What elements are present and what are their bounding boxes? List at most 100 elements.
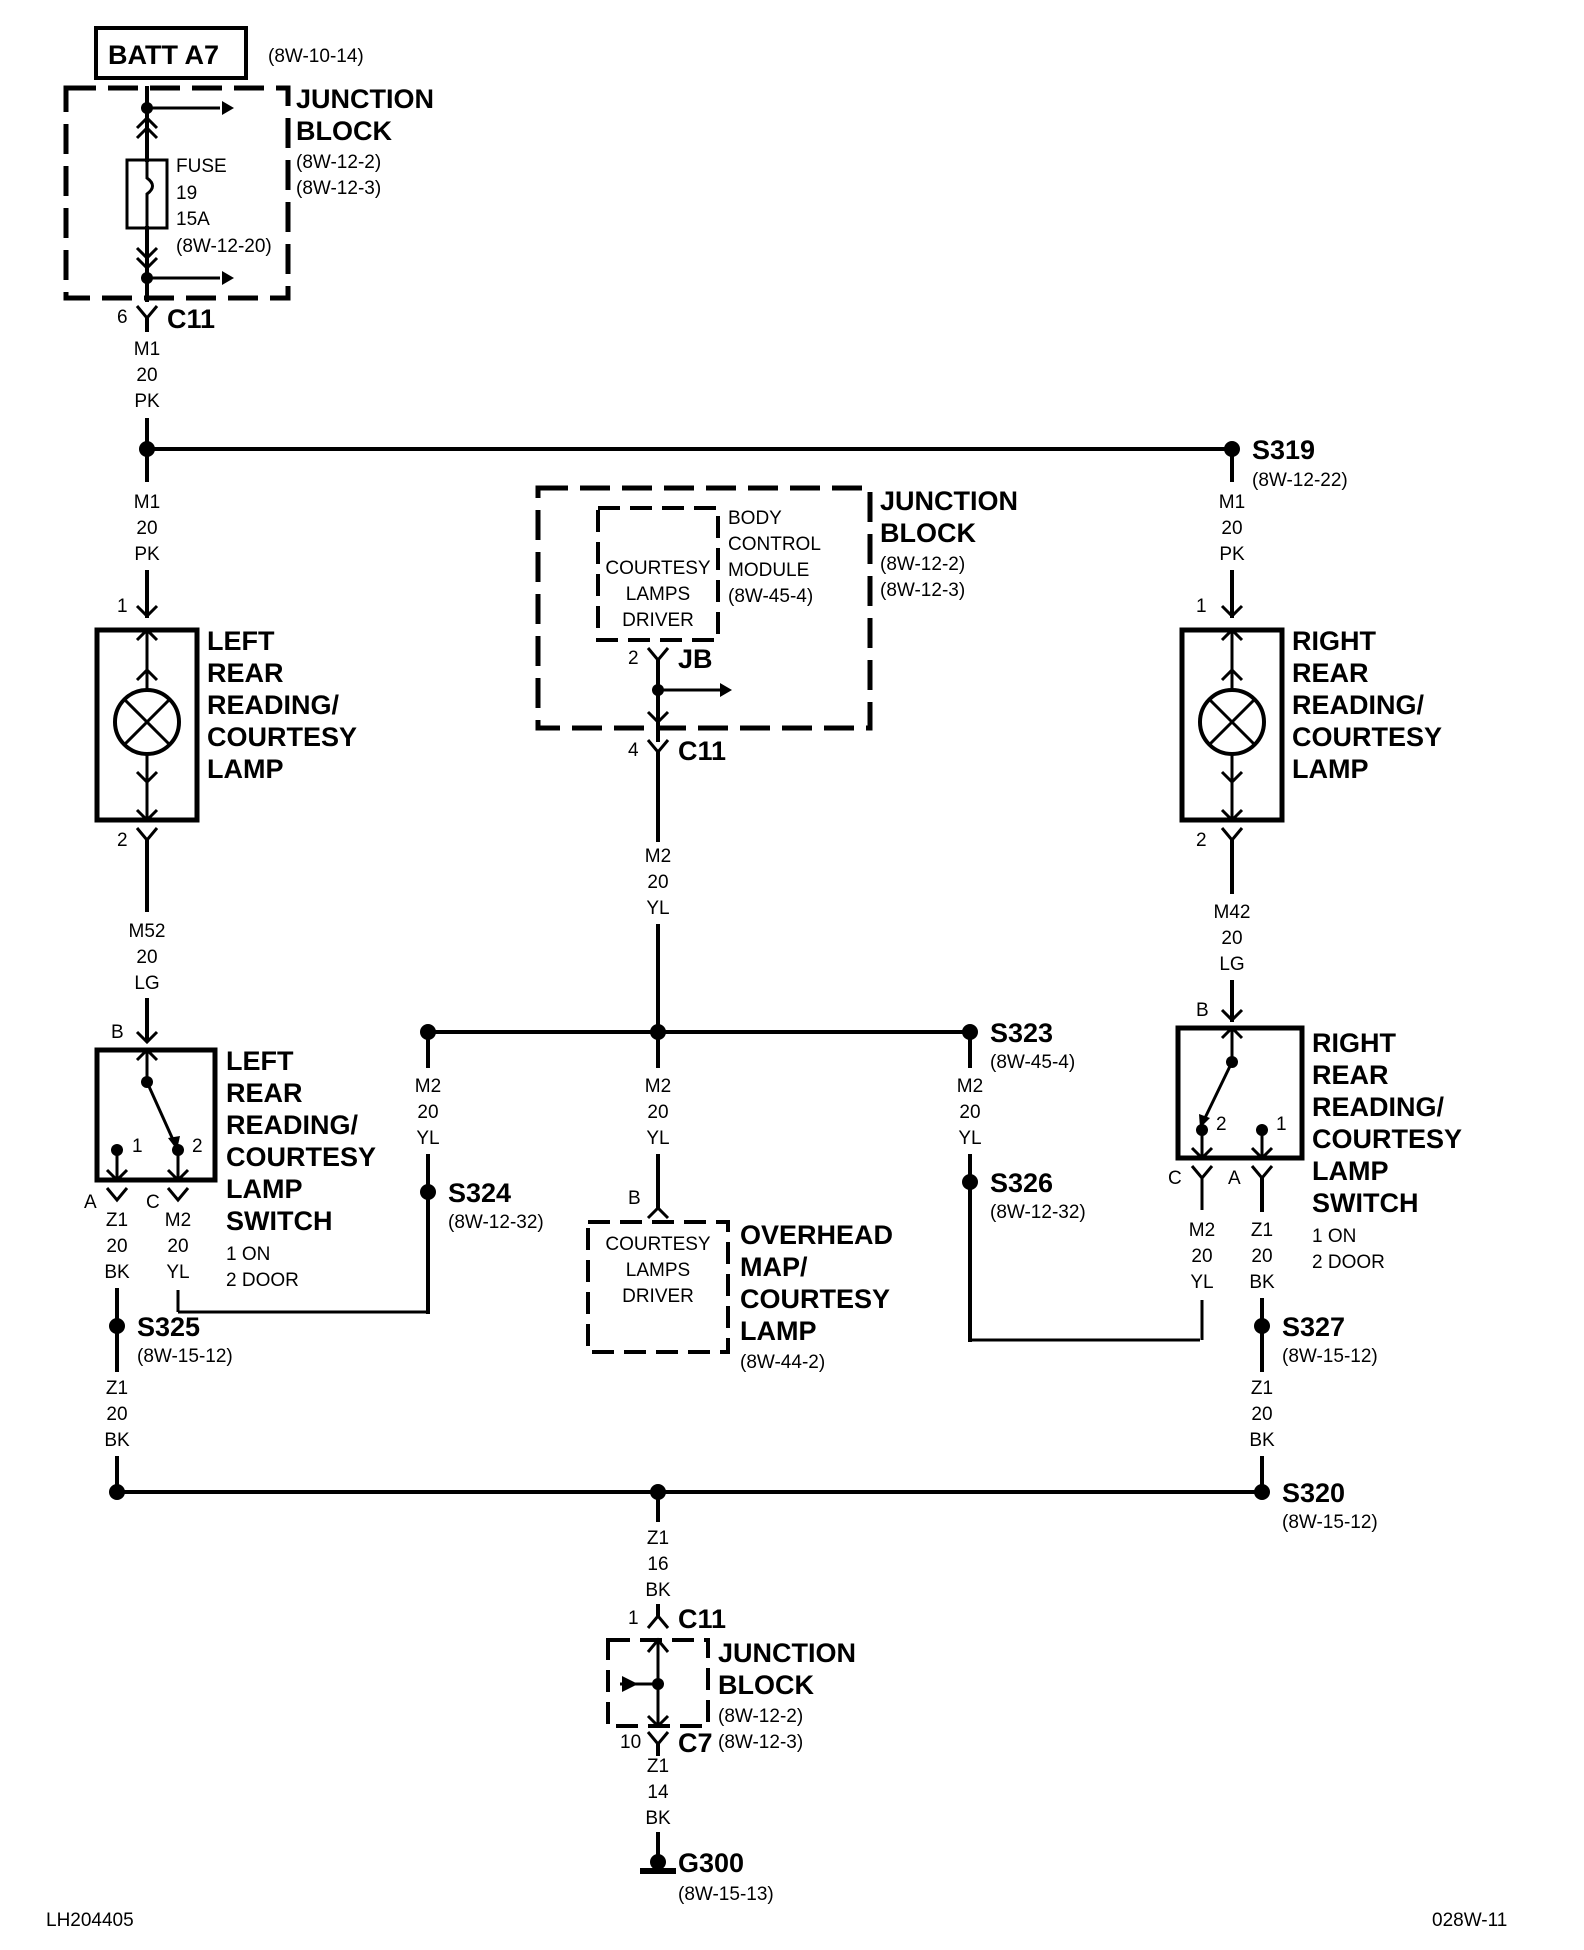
left-switch-pinB: B (111, 1022, 124, 1043)
fuse-label: FUSE (176, 156, 227, 177)
right-lamp-l1: RIGHT (1292, 626, 1377, 656)
bcm-driver-l1: COURTESY (605, 558, 711, 579)
wire-m2-mid-circuit: M2 (645, 1076, 671, 1097)
wire-m1b-color: PK (134, 544, 160, 565)
wire-m2-left-circuit: M2 (415, 1076, 441, 1097)
bcm-outline (596, 506, 720, 642)
s325-name: S325 (137, 1312, 200, 1342)
c11-mid-pin: 4 (628, 740, 639, 761)
left-switch-pinA: A (84, 1192, 97, 1213)
right-switch-note2: 2 DOOR (1312, 1252, 1385, 1273)
overhead-ref: (8W-44-2) (740, 1352, 825, 1373)
c7-pin: 10 (620, 1732, 641, 1753)
wire-m2-top-color: YL (646, 898, 669, 919)
wire-m2-rsw-circuit: M2 (1189, 1220, 1215, 1241)
right-lamp-l4: COURTESY (1292, 722, 1442, 752)
left-switch-l5: LAMP (226, 1174, 303, 1204)
wire-m1a-circuit: M1 (134, 339, 160, 360)
right-switch-pinC: C (1168, 1168, 1182, 1189)
wire-z1-l-color: BK (104, 1262, 130, 1283)
right-lamp-pin2: 2 (1196, 830, 1207, 851)
ground-icon (640, 1868, 676, 1874)
footer-left-id: LH204405 (46, 1910, 134, 1931)
wire-m52-gauge: 20 (136, 947, 157, 968)
wire-z1-16-color: BK (645, 1580, 671, 1601)
fuse-number: 19 (176, 183, 197, 204)
c7-name: C7 (678, 1728, 713, 1758)
overhead-pin: B (628, 1188, 641, 1209)
wire-z1-14-color: BK (645, 1808, 671, 1829)
overhead-l3: COURTESY (740, 1284, 890, 1314)
left-switch-note1: 1 ON (226, 1244, 270, 1265)
bcm-driver-l3: DRIVER (622, 610, 694, 631)
s324-name: S324 (448, 1178, 511, 1208)
s320-ref: (8W-15-12) (1282, 1512, 1378, 1533)
wire-m2-left-color: YL (416, 1128, 439, 1149)
bot-jb-title2: BLOCK (718, 1670, 814, 1700)
wire-m2-left-gauge: 20 (417, 1102, 438, 1123)
right-switch-l4: COURTESY (1312, 1124, 1462, 1154)
s324-ref: (8W-12-32) (448, 1212, 544, 1233)
wire-m2-right-color: YL (958, 1128, 981, 1149)
bcm-driver-l2: LAMPS (626, 584, 690, 605)
wire-m52-color: LG (134, 973, 159, 994)
s323-name: S323 (990, 1018, 1053, 1048)
bot-jb-title1: JUNCTION (718, 1638, 856, 1668)
wire-z1-r2-circuit: Z1 (1251, 1378, 1273, 1399)
splice-s327 (1254, 1318, 1270, 1334)
right-switch-l3: READING/ (1312, 1092, 1445, 1122)
g300-ref: (8W-15-13) (678, 1884, 774, 1905)
wire-m52-circuit: M52 (129, 921, 166, 942)
wire-z1-l-gauge: 20 (106, 1236, 127, 1257)
wire-z1-r-color: BK (1249, 1272, 1275, 1293)
bcm-ref: (8W-45-4) (728, 586, 813, 607)
c11-top-name: C11 (167, 304, 215, 334)
left-switch-pinC: C (146, 1192, 160, 1213)
s323-ref: (8W-45-4) (990, 1052, 1075, 1073)
right-lamp-pin1: 1 (1196, 596, 1207, 617)
s327-ref: (8W-15-12) (1282, 1346, 1378, 1367)
wire-z1-r-gauge: 20 (1251, 1246, 1272, 1267)
right-switch-l1: RIGHT (1312, 1028, 1397, 1058)
left-switch-l6: SWITCH (226, 1206, 332, 1236)
right-switch-pinB: B (1196, 1000, 1209, 1021)
s326-ref: (8W-12-32) (990, 1202, 1086, 1223)
batt-box (94, 26, 248, 80)
wire-m2-right-gauge: 20 (959, 1102, 980, 1123)
splice-s325 (109, 1318, 125, 1334)
right-switch-body (1175, 1025, 1305, 1161)
wire-m1b-circuit: M1 (134, 492, 160, 513)
c11-top-pin: 6 (117, 307, 128, 328)
overhead-l2: MAP/ (740, 1252, 808, 1282)
overhead-lamp-outline (586, 1220, 730, 1354)
fuse-rating: 15A (176, 209, 210, 230)
left-switch-pos1: 1 (132, 1136, 143, 1157)
wire-z1-l2-circuit: Z1 (106, 1378, 128, 1399)
right-lamp-l2: REAR (1292, 658, 1369, 688)
bcm-l3: MODULE (728, 560, 809, 581)
wire-m2-rsw-color: YL (1190, 1272, 1213, 1293)
s325-ref: (8W-15-12) (137, 1346, 233, 1367)
wire-z1-r2-gauge: 20 (1251, 1404, 1272, 1425)
bcm-pin: 2 (628, 648, 639, 669)
left-switch-l3: READING/ (226, 1110, 359, 1140)
wire-z1-14-circuit: Z1 (647, 1756, 669, 1777)
wire-z1-16-circuit: Z1 (647, 1528, 669, 1549)
right-lamp-l5: LAMP (1292, 754, 1369, 784)
left-lamp-l5: LAMP (207, 754, 284, 784)
left-lamp-pin2: 2 (117, 830, 128, 851)
s320-name: S320 (1282, 1478, 1345, 1508)
s319-ref: (8W-12-22) (1252, 470, 1348, 491)
right-switch-l5: LAMP (1312, 1156, 1389, 1186)
top-jb-ref1: (8W-12-2) (296, 152, 381, 173)
wire-m2-rsw-gauge: 20 (1191, 1246, 1212, 1267)
wire-m42-color: LG (1219, 954, 1244, 975)
mid-jb-title2: BLOCK (880, 518, 976, 548)
left-switch-pos2: 2 (192, 1136, 203, 1157)
wire-z1-14-gauge: 14 (647, 1782, 669, 1803)
right-switch-note1: 1 ON (1312, 1226, 1356, 1247)
bcm-l1: BODY (728, 508, 782, 529)
wire-m1c-circuit: M1 (1219, 492, 1245, 513)
right-switch-l6: SWITCH (1312, 1188, 1418, 1218)
